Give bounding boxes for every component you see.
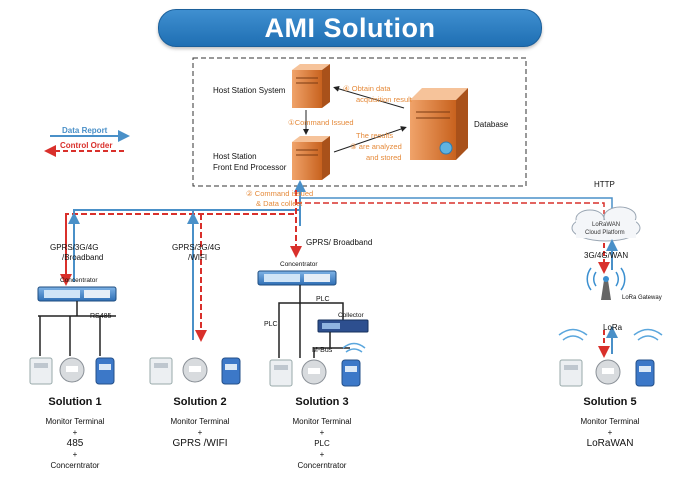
lora-gateway-icon bbox=[586, 267, 626, 300]
legend-data-report-label: Data Report bbox=[62, 126, 108, 135]
database-server-icon bbox=[410, 88, 468, 160]
collector-label: Collector bbox=[338, 312, 364, 319]
solution-title: Solution 2 bbox=[173, 396, 227, 408]
solution-line: GPRS /WIFI bbox=[172, 438, 228, 449]
step2-label-line1: ② Command issued bbox=[246, 189, 314, 198]
solution-line: PLC bbox=[314, 439, 330, 448]
link-gprs-broadband-1-l2: /Broadband bbox=[62, 253, 104, 262]
solution-line: + bbox=[197, 428, 203, 437]
solution-line: Monitor Terminal bbox=[170, 417, 230, 426]
solution-line: + bbox=[319, 428, 325, 437]
step4-label-line2: acquisition result bbox=[356, 95, 412, 104]
solution-1-block: Solution 1 Monitor Terminal + 485 + Conc… bbox=[30, 396, 120, 471]
front-end-server-icon bbox=[292, 136, 330, 180]
concentrator-3-label: Concentrator bbox=[280, 261, 318, 268]
solution-line: + bbox=[319, 450, 325, 459]
front-end-label-line1: Host Station bbox=[213, 152, 257, 161]
solution-line: + bbox=[607, 428, 613, 437]
link-plc-lower: PLC bbox=[264, 321, 278, 328]
cloud-label-line1: LoRaWAN bbox=[592, 222, 621, 228]
solution-title: Solution 1 bbox=[48, 396, 102, 408]
concentrator-1-label: Concentrator bbox=[60, 277, 98, 284]
link-lora-uplink: 3G/4G/WAN bbox=[584, 251, 629, 260]
meter-group-3-icon bbox=[269, 359, 361, 387]
solution-title: Solution 3 bbox=[295, 396, 349, 408]
solution-line: 485 bbox=[66, 438, 84, 449]
link-gprs-wifi-l2: /WIFI bbox=[188, 253, 208, 262]
solution-5-block: Solution 5 Monitor Terminal + LoRaWAN bbox=[560, 396, 660, 449]
solution-line: Monitor Terminal bbox=[580, 417, 640, 426]
meter-group-1-icon bbox=[29, 357, 115, 385]
solution-title: Solution 5 bbox=[583, 396, 637, 408]
step4-label-line1: ④ Obtain data bbox=[343, 84, 391, 93]
cloud-label-line2: Cloud Platform bbox=[585, 230, 625, 236]
solution-line: LoRaWAN bbox=[586, 438, 634, 449]
meter-group-2-icon bbox=[149, 357, 241, 385]
lora-gateway-label: LoRa Gateway bbox=[622, 295, 662, 301]
step3-label-line3: and stored bbox=[366, 153, 402, 162]
step1-label: ①Command Issued bbox=[288, 118, 354, 127]
solution-line: Concerntrator bbox=[297, 461, 347, 470]
rs485-label: RS485 bbox=[90, 313, 112, 320]
link-plc-upper: PLC bbox=[316, 296, 330, 303]
concentrator-1-icon bbox=[37, 286, 117, 302]
solution-line: + bbox=[72, 450, 78, 459]
step2-label-line2: & Data collect bbox=[256, 199, 303, 208]
title-banner: AMI Solution bbox=[158, 9, 542, 47]
link-lora: LoRa bbox=[603, 323, 623, 332]
page-title: AMI Solution bbox=[264, 12, 436, 43]
cloud-platform-icon bbox=[571, 206, 641, 242]
solution-line: Monitor Terminal bbox=[292, 417, 352, 426]
front-end-label-line2: Front End Processor bbox=[213, 163, 287, 172]
link-gprs-wifi-l1: GPRS/3G/4G bbox=[172, 243, 221, 252]
step3-label-line2: ③ are analyzed bbox=[350, 142, 402, 151]
solution-3-block: Solution 3 Monitor Terminal + PLC + Conc… bbox=[272, 396, 372, 471]
host-station-system-label: Host Station System bbox=[213, 86, 286, 95]
wireless-signal-icon bbox=[342, 328, 663, 353]
solution-2-block: Solution 2 Monitor Terminal + GPRS /WIFI bbox=[150, 396, 250, 449]
host-station-box bbox=[192, 57, 527, 187]
meter-group-5-icon bbox=[559, 359, 655, 387]
step3-label-line1: The results bbox=[356, 131, 394, 140]
collector-icon bbox=[317, 319, 369, 333]
link-gprs-broadband-3: GPRS/ Broadband bbox=[306, 238, 373, 247]
link-mbus: M-Bus bbox=[312, 347, 333, 354]
concentrator-3-icon bbox=[257, 270, 337, 286]
link-gprs-broadband-1-l1: GPRS/3G/4G bbox=[50, 243, 99, 252]
solution-line: Monitor Terminal bbox=[45, 417, 105, 426]
link-http: HTTP bbox=[594, 180, 615, 189]
solution-line: Concerntrator bbox=[50, 461, 100, 470]
database-label: Database bbox=[474, 120, 509, 129]
host-server-icon bbox=[292, 64, 330, 108]
legend-control-order-label: Control Order bbox=[60, 141, 113, 150]
solution-line: + bbox=[72, 428, 78, 437]
